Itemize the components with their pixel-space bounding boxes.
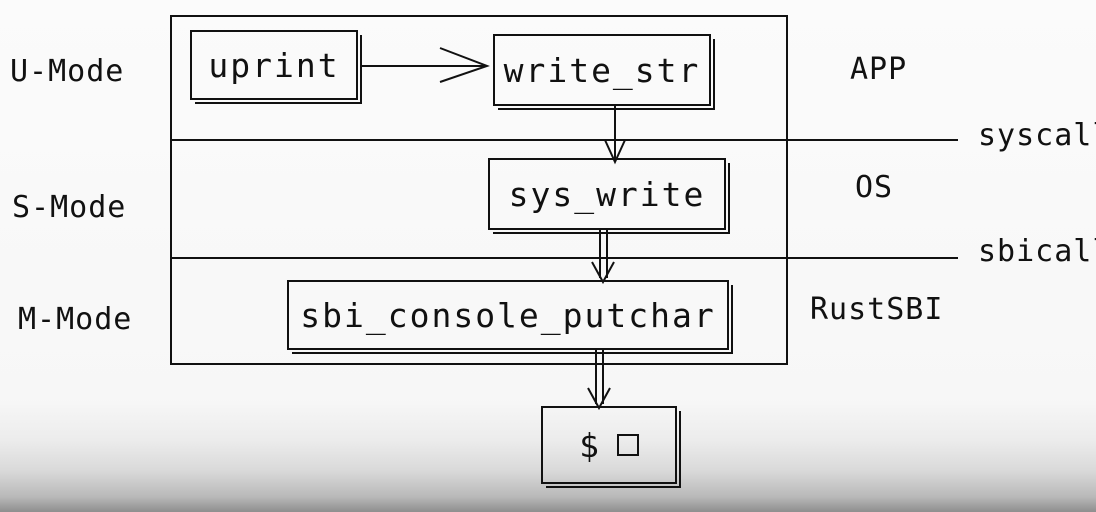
m-mode-label: M-Mode [18, 302, 133, 337]
u-mode-label: U-Mode [10, 54, 125, 89]
write-str-box: write_str [493, 34, 715, 110]
arrowhead-down-3 [587, 387, 611, 411]
terminal-cursor-icon [616, 434, 639, 456]
sbicall-label: sbicall [978, 234, 1096, 269]
rustsbi-layer-label: RustSBI [810, 292, 944, 327]
sys-write-text: sys_write [508, 174, 706, 214]
arrowhead-down-1 [604, 139, 626, 165]
arrowhead-right [439, 47, 490, 83]
outer-frame [170, 15, 788, 365]
write-str-text: write_str [503, 50, 701, 90]
terminal-box: $ [541, 406, 681, 488]
terminal-prompt: $ [579, 425, 601, 465]
sbi-console-putchar-box: sbi_console_putchar [287, 280, 733, 354]
uprint-box: uprint [190, 30, 362, 104]
s-mode-label: S-Mode [12, 190, 127, 225]
sys-write-box: sys_write [488, 158, 730, 234]
syscall-label: syscall [978, 118, 1096, 153]
sbi-console-putchar-text: sbi_console_putchar [300, 295, 716, 335]
os-layer-label: OS [855, 170, 894, 205]
arrowhead-down-2 [591, 261, 615, 285]
app-layer-label: APP [850, 52, 908, 87]
uprint-text: uprint [208, 45, 340, 85]
